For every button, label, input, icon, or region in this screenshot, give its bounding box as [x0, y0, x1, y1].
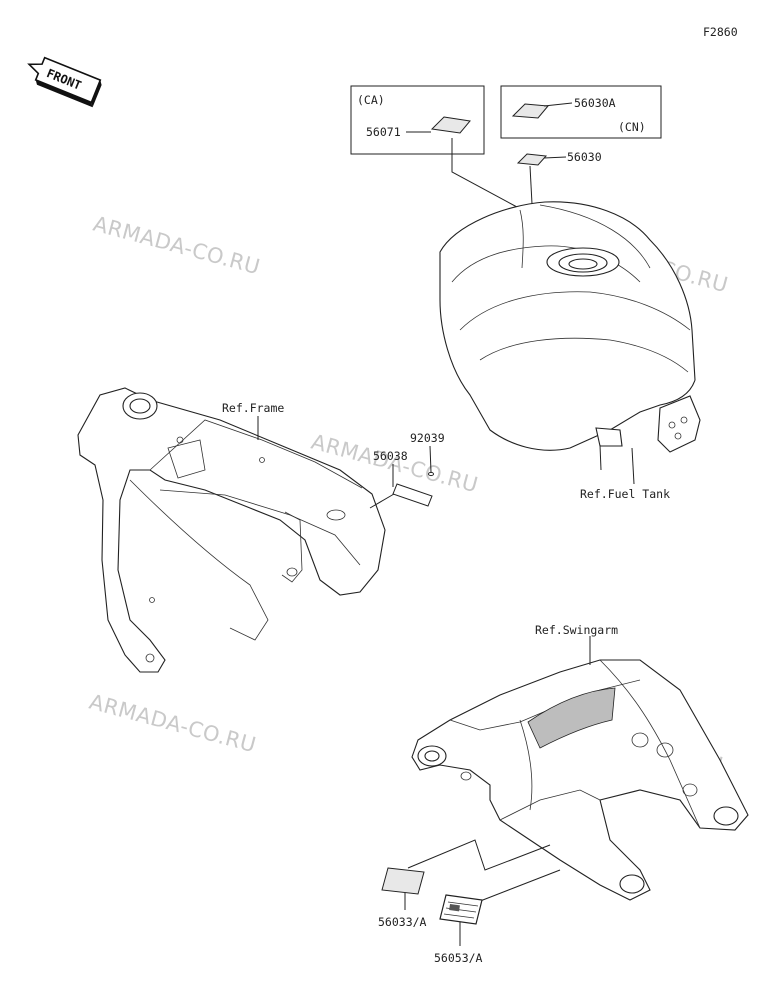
- decal-56033: [381, 867, 425, 895]
- decal-56071: [430, 116, 471, 134]
- part-56030a-label: 56030A: [574, 96, 616, 110]
- part-56038: [392, 483, 433, 507]
- watermark-1: ARMADA-CO.RU: [91, 212, 263, 280]
- watermark-4: ARMADA-CO.RU: [87, 690, 259, 758]
- frame: [77, 387, 386, 673]
- part-92039-label: 92039: [410, 431, 445, 445]
- ca-box: (CA) 56071: [350, 85, 485, 155]
- front-arrow-icon: FRONT: [27, 56, 102, 108]
- part-56030-label: 56030: [567, 150, 602, 164]
- swingarm-mesh: [527, 687, 616, 749]
- part-56033-label: 56033/A: [378, 915, 427, 929]
- fuel-tank: [439, 201, 701, 485]
- decal-56030a: [511, 103, 549, 119]
- part-92039: [428, 471, 434, 477]
- ref-frame-label: Ref.Frame: [222, 401, 284, 415]
- part-56071-label: 56071: [366, 125, 401, 139]
- swingarm: [411, 636, 749, 901]
- decal-56053: [439, 894, 483, 925]
- ref-fuel-tank-label: Ref.Fuel Tank: [580, 487, 670, 501]
- decal-56030: [516, 153, 548, 166]
- part-56038-label: 56038: [373, 449, 408, 463]
- diagram-code: F2860: [703, 25, 738, 39]
- cn-box: 56030A (CN): [500, 85, 662, 139]
- ref-swingarm-label: Ref.Swingarm: [535, 623, 618, 637]
- part-56053-label: 56053/A: [434, 951, 483, 965]
- ca-region-label: (CA): [357, 93, 385, 107]
- cn-region-label: (CN): [618, 120, 646, 134]
